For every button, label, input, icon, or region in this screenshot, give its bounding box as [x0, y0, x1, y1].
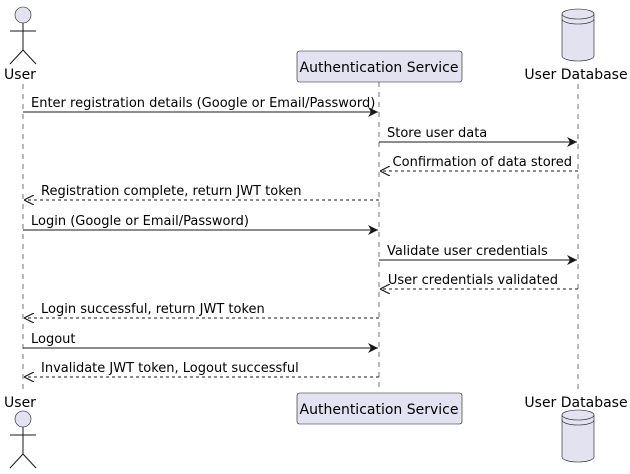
message-label: User credentials validated	[388, 273, 558, 288]
message-label: Enter registration details (Google or Em…	[31, 96, 375, 111]
participant-label-db: User Database	[524, 395, 627, 411]
message-label: Registration complete, return JWT token	[41, 184, 302, 199]
user-actor-top: User	[4, 6, 37, 83]
message-label: Login (Google or Email/Password)	[31, 214, 249, 229]
auth-service-box-top: Authentication Service	[296, 50, 463, 83]
message-3: Confirmation of data stored	[380, 155, 578, 171]
user-database-bottom: User Database	[524, 395, 628, 463]
message-label: Confirmation of data stored	[393, 155, 572, 170]
message-9: Logout	[23, 332, 378, 353]
message-2: Store user data	[379, 126, 577, 147]
database-icon	[561, 8, 595, 62]
message-5: Login (Google or Email/Password)	[23, 214, 378, 235]
participant-label-user: User	[4, 395, 36, 411]
message-label: Logout	[31, 332, 76, 347]
user-actor-bottom: User	[4, 395, 37, 469]
message-label: Login successful, return JWT token	[41, 302, 265, 317]
message-label: Store user data	[387, 126, 487, 141]
message-1: Enter registration details (Google or Em…	[23, 96, 378, 117]
message-6: Validate user credentials	[379, 244, 577, 265]
message-10: Invalidate JWT token, Logout successful	[24, 361, 379, 377]
user-database-top: User Database	[524, 8, 628, 83]
participant-label-auth: Authentication Service	[300, 402, 459, 418]
message-label: Invalidate JWT token, Logout successful	[41, 361, 299, 376]
message-label: Validate user credentials	[387, 244, 548, 259]
participant-label-db: User Database	[524, 67, 627, 83]
actor-icon	[9, 410, 37, 469]
auth-service-box-bottom: Authentication Service	[296, 392, 463, 425]
message-8: Login successful, return JWT token	[24, 302, 379, 318]
participant-label-auth: Authentication Service	[300, 60, 459, 76]
message-4: Registration complete, return JWT token	[24, 184, 379, 200]
actor-icon	[9, 6, 37, 65]
database-icon	[561, 409, 595, 463]
message-7: User credentials validated	[380, 273, 578, 289]
participant-label-user: User	[4, 67, 36, 83]
